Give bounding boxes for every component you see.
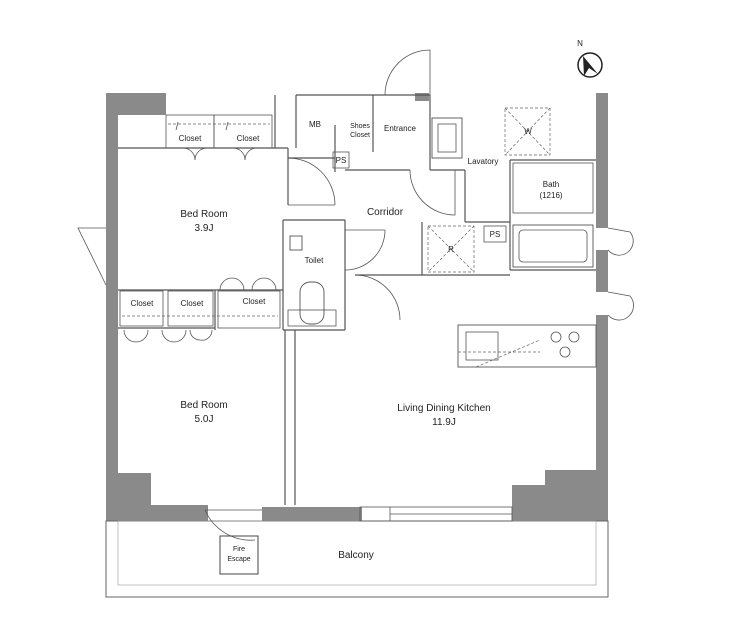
bed-room-1-size: 3.9J (195, 223, 214, 234)
closet-label-1: Closet (179, 134, 202, 143)
ps-label-2: PS (490, 230, 501, 239)
ps-label-1: PS (336, 156, 347, 165)
corridor-label: Corridor (367, 207, 404, 218)
fire-escape-line2: Escape (227, 556, 250, 563)
toilet-fixture (287, 235, 337, 327)
ldk-window (359, 506, 513, 522)
bed-room-2-size: 5.0J (195, 414, 214, 425)
north-arrow-icon (583, 56, 598, 76)
shoes-closet-line2: Closet (350, 132, 370, 139)
bath-size: (1216) (539, 191, 562, 200)
bath-name: Bath (543, 180, 559, 189)
closet-label-3: Closet (131, 299, 154, 308)
balcony-label: Balcony (338, 550, 374, 561)
closet-label-2: Closet (237, 134, 260, 143)
shoes-closet-line1: Shoes (350, 123, 370, 130)
compass-circle (577, 52, 603, 78)
fire-escape-hatch (219, 535, 259, 575)
closets-top (165, 114, 273, 161)
doors (77, 49, 634, 541)
closet-label-4: Closet (181, 299, 204, 308)
outer-walls (106, 93, 608, 521)
bed-room-1-name: Bed Room (180, 209, 227, 220)
closet-label-5: Closet (243, 297, 266, 306)
fire-escape-line1: Fire (233, 546, 245, 553)
kitchen-counter (457, 324, 597, 368)
ldk-name: Living Dining Kitchen (397, 403, 490, 414)
mb-label: MB (309, 120, 321, 129)
lavatory-label: Lavatory (468, 157, 499, 166)
fridge-space (427, 225, 475, 273)
washer-label: W (524, 127, 532, 136)
ldk-size: 11.9J (432, 417, 456, 428)
closets-middle (119, 277, 281, 343)
bath-fixture (512, 162, 594, 268)
compass-north-label: N (577, 39, 583, 48)
bed-room-2-name: Bed Room (180, 400, 227, 411)
toilet-label: Toilet (305, 256, 324, 265)
entrance-label: Entrance (384, 124, 417, 133)
balcony-inner (117, 520, 597, 586)
compass: N (577, 39, 603, 78)
fridge-label: R (448, 245, 454, 254)
lavatory-fixtures (431, 107, 551, 159)
